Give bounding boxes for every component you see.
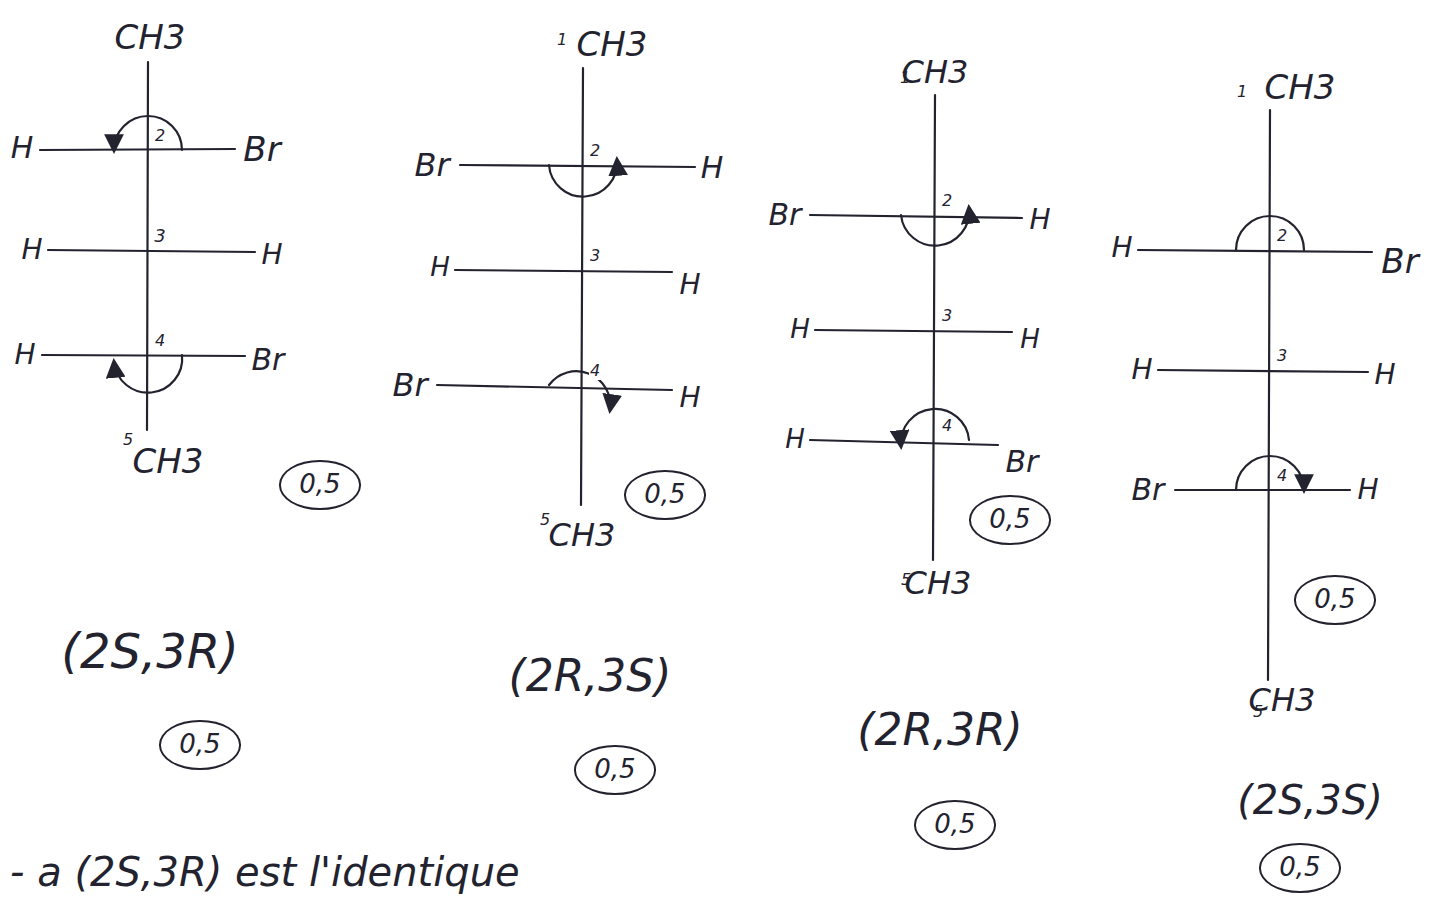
substituent-label: CH3 xyxy=(115,18,186,57)
substituent-label: H xyxy=(1020,325,1040,355)
bond-line xyxy=(1138,250,1372,252)
score-circle: 0,5 xyxy=(574,745,655,794)
carbon-number: 4 xyxy=(589,362,601,380)
configuration-label: (2R,3R) xyxy=(857,705,1022,756)
score-mark: 0,5 xyxy=(989,504,1030,535)
bond-line xyxy=(437,385,672,390)
substituent-label: Br xyxy=(1006,445,1039,480)
score-mark: 0,5 xyxy=(299,469,340,500)
rotation-arrow xyxy=(901,409,969,446)
score-circle: 0,5 xyxy=(1294,575,1375,624)
substituent-label: Br xyxy=(1381,242,1418,281)
substituent-label: Br xyxy=(392,367,427,404)
carbon-number: 4 xyxy=(941,417,953,435)
carbon-number: 2 xyxy=(154,127,166,145)
carbon-number: 2 xyxy=(941,192,953,210)
rotation-arrow xyxy=(901,208,969,246)
substituent-label: H xyxy=(701,151,724,186)
bond-line xyxy=(460,165,695,167)
substituent-label: H xyxy=(1111,232,1132,264)
rotation-arrow xyxy=(114,116,182,150)
bond-line xyxy=(810,215,1022,218)
carbon-number: 4 xyxy=(154,332,166,350)
carbon-number: 4 xyxy=(1276,467,1288,485)
substituent-label: H xyxy=(679,269,700,301)
configuration-label: (2S,3R) xyxy=(61,624,239,679)
carbon-number: 3 xyxy=(1276,347,1288,365)
substituent-label: CH3 xyxy=(905,565,972,602)
substituent-label: CH3 xyxy=(1249,682,1316,719)
score-mark: 0,5 xyxy=(1279,852,1320,883)
substituent-label: CH3 xyxy=(902,54,969,91)
rotation-arrow xyxy=(549,160,617,197)
bond-line xyxy=(48,250,255,252)
substituent-label: Br xyxy=(414,147,449,184)
configuration-label: (2S,3S) xyxy=(1237,777,1383,823)
carbon-number: 3 xyxy=(941,307,953,325)
rotation-arrow xyxy=(1236,456,1304,490)
score-mark: 0,5 xyxy=(594,754,635,785)
substituent-label: H xyxy=(430,253,450,283)
rotation-arrow xyxy=(549,371,610,410)
carbon-number: 1 xyxy=(556,31,568,49)
bond-line xyxy=(1158,370,1368,372)
rotation-arrow xyxy=(1236,216,1304,250)
substituent-label: CH3 xyxy=(1265,68,1336,107)
score-mark: 0,5 xyxy=(1314,584,1355,615)
answer-note: - a (2S,3R) est l'identique xyxy=(10,849,520,895)
bond-line xyxy=(815,330,1012,332)
bond-line xyxy=(42,355,245,356)
score-circle: 0,5 xyxy=(159,720,240,769)
bond-line xyxy=(40,149,235,150)
score-circle: 0,5 xyxy=(969,495,1050,544)
substituent-label: H xyxy=(1357,474,1378,506)
substituent-label: CH3 xyxy=(133,442,204,481)
carbon-number: 2 xyxy=(1276,227,1288,245)
rotation-arrow xyxy=(114,355,182,393)
score-mark: 0,5 xyxy=(179,729,220,760)
substituent-label: Br xyxy=(769,198,802,233)
configuration-label: (2R,3S) xyxy=(509,651,672,702)
substituent-label: H xyxy=(21,234,42,266)
substituent-label: H xyxy=(790,315,810,345)
score-circle: 0,5 xyxy=(624,470,705,519)
substituent-label: H xyxy=(785,425,805,455)
substituent-label: Br xyxy=(252,343,285,378)
score-mark: 0,5 xyxy=(644,479,685,510)
score-circle: 0,5 xyxy=(1259,843,1340,892)
carbon-chain xyxy=(147,62,148,430)
bond-line xyxy=(1175,489,1350,491)
carbon-number: 2 xyxy=(589,142,601,160)
substituent-label: CH3 xyxy=(549,517,616,554)
substituent-label: H xyxy=(14,339,35,371)
substituent-label: Br xyxy=(243,130,280,169)
substituent-label: H xyxy=(679,382,700,414)
score-circle: 0,5 xyxy=(914,800,995,849)
carbon-chain xyxy=(933,95,935,560)
carbon-chain xyxy=(581,68,583,505)
substituent-label: H xyxy=(1374,359,1395,391)
carbon-number: 3 xyxy=(589,247,601,265)
carbon-number: 5 xyxy=(122,431,134,449)
substituent-label: H xyxy=(261,239,282,271)
carbon-number: 3 xyxy=(153,226,166,247)
substituent-label: H xyxy=(11,131,34,166)
substituent-label: H xyxy=(1029,204,1050,236)
score-mark: 0,5 xyxy=(934,809,975,840)
carbon-chain xyxy=(1268,110,1270,680)
substituent-label: Br xyxy=(1132,473,1165,508)
substituent-label: CH3 xyxy=(577,25,648,64)
bond-line xyxy=(455,270,672,272)
score-circle: 0,5 xyxy=(279,460,360,509)
carbon-number: 1 xyxy=(1236,83,1248,101)
substituent-label: H xyxy=(1131,354,1152,386)
